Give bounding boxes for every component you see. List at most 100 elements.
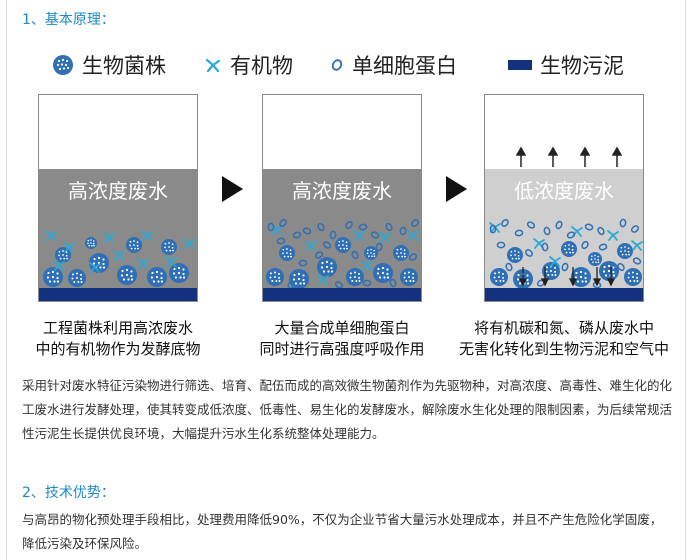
organic-particle	[353, 230, 365, 241]
microbe-particle	[266, 268, 284, 286]
process-arrow-2	[446, 176, 467, 202]
protein-particle	[584, 223, 594, 231]
microbe-particle	[55, 247, 71, 263]
microbe-particle	[599, 261, 619, 281]
microbe-particle	[364, 246, 378, 260]
principle-paragraph: 采用针对废水特征污染物进行筛选、培育、配伍而成的高效微生物菌剂作为先驱物种，对高…	[22, 378, 673, 441]
protein-particle	[632, 257, 642, 265]
protein-particle	[496, 241, 506, 249]
protein-particle	[345, 221, 353, 229]
microbe-particle	[373, 263, 393, 283]
tank-stage-1: 高浓度废水	[38, 94, 198, 302]
gas-up-arrow	[579, 146, 591, 167]
legend-label: 生物菌株	[82, 54, 166, 78]
organic-particle	[113, 250, 125, 261]
organic-particle	[607, 230, 619, 241]
protein-particle	[541, 242, 549, 252]
caption-line: 大量合成单细胞蛋白	[274, 319, 410, 337]
microbe-particle	[571, 267, 591, 287]
tank-particles	[43, 230, 195, 287]
protein-particle	[385, 222, 393, 232]
gas-up-arrow	[547, 146, 559, 167]
advantages-paragraph: 与高昂的物化预处理手段相比，处理费用降低90%，不仅为企业节省大量污水处理成本，…	[22, 512, 663, 551]
tank-particles	[266, 218, 419, 290]
microbe-particle	[317, 257, 337, 277]
caption-line: 同时进行高强度呼吸作用	[259, 340, 425, 358]
organic-particle	[53, 260, 65, 271]
tank-stage-2: 高浓度废水	[262, 94, 422, 302]
protein-particle	[514, 229, 524, 237]
microbe-particle	[561, 241, 577, 257]
organic-particle	[89, 262, 101, 273]
organic-particle	[571, 226, 583, 237]
microbe-particle	[85, 237, 97, 249]
organic-particle	[141, 230, 153, 241]
sludge-layer	[263, 288, 421, 301]
protein-particle	[314, 251, 324, 259]
protein-particle	[543, 226, 551, 236]
organic-particle	[361, 260, 373, 271]
protein-particle	[489, 224, 497, 234]
protein-particle	[617, 263, 625, 271]
protein-particle	[351, 250, 359, 260]
protein-particle	[501, 219, 509, 227]
organic-particle	[103, 232, 115, 243]
caption-line: 无害化转化到生物污泥和空气中	[459, 340, 670, 358]
water-label: 高浓度废水	[292, 179, 392, 203]
protein-particle	[329, 230, 337, 240]
caption-line: 工程菌株利用高浓废水	[42, 319, 193, 337]
caption-stage-3: 将有机碳和氮、磷从废水中 无害化转化到生物污泥和空气中	[459, 318, 669, 360]
organic-particle	[533, 238, 545, 249]
organic-particle	[137, 258, 149, 269]
settle-down-arrow	[518, 267, 528, 287]
microbe-particle	[335, 237, 351, 253]
microbe-particle	[147, 267, 167, 287]
caption-stage-1: 工程菌株利用高浓废水 中的有机物作为发酵底物	[13, 318, 223, 360]
protein-particle	[581, 240, 589, 250]
protein-particle	[619, 218, 627, 228]
protein-particle	[276, 237, 286, 245]
protein-particle	[408, 253, 418, 261]
organic-particle	[165, 256, 177, 267]
settle-down-arrow	[592, 267, 602, 287]
organic-particle	[407, 230, 419, 241]
microbe-particle	[624, 268, 642, 286]
microbe-particle	[346, 268, 364, 286]
organic-particle	[305, 240, 317, 251]
microbe-particle	[126, 237, 142, 253]
protein-particle	[292, 231, 302, 239]
settle-down-arrow	[540, 267, 550, 287]
settle-down-arrow	[568, 267, 578, 287]
tank-stage-3: 低浓度废水	[484, 94, 644, 302]
microbe-particle	[507, 247, 523, 263]
sludge-bar-icon	[508, 60, 532, 70]
organic-particle	[63, 242, 75, 253]
microbe-particle	[400, 268, 418, 286]
protein-particle	[399, 226, 407, 236]
organic-particle	[317, 274, 329, 285]
section-title-principle: 1、基本原理：	[22, 12, 115, 28]
protein-particle	[389, 278, 397, 288]
caption-line: 中的有机物作为发酵底物	[35, 340, 201, 358]
settle-down-arrow	[606, 267, 616, 287]
organic-matter-icon	[205, 58, 221, 73]
microbe-particle	[588, 252, 602, 266]
protein-particle	[334, 281, 344, 289]
microbe-particle	[68, 269, 86, 287]
protein-particle	[267, 222, 275, 232]
legend-label: 生物污泥	[540, 54, 624, 78]
sludge-layer	[39, 288, 197, 301]
protein-particle	[561, 262, 569, 272]
legend-label: 单细胞蛋白	[352, 54, 457, 78]
protein-particle	[322, 241, 332, 249]
protein-particle	[555, 220, 563, 230]
legend-item-microbe: 生物菌株	[52, 50, 166, 80]
protein-particle	[566, 231, 576, 239]
legend-item-sludge: 生物污泥	[508, 50, 624, 80]
microbe-particle	[161, 239, 177, 255]
protein-particle	[526, 221, 536, 229]
microbe-particle	[490, 268, 508, 286]
protein-particle	[411, 219, 419, 227]
water-label: 低浓度废水	[514, 179, 614, 203]
section-title-advantages: 2、技术优势：	[22, 485, 115, 501]
